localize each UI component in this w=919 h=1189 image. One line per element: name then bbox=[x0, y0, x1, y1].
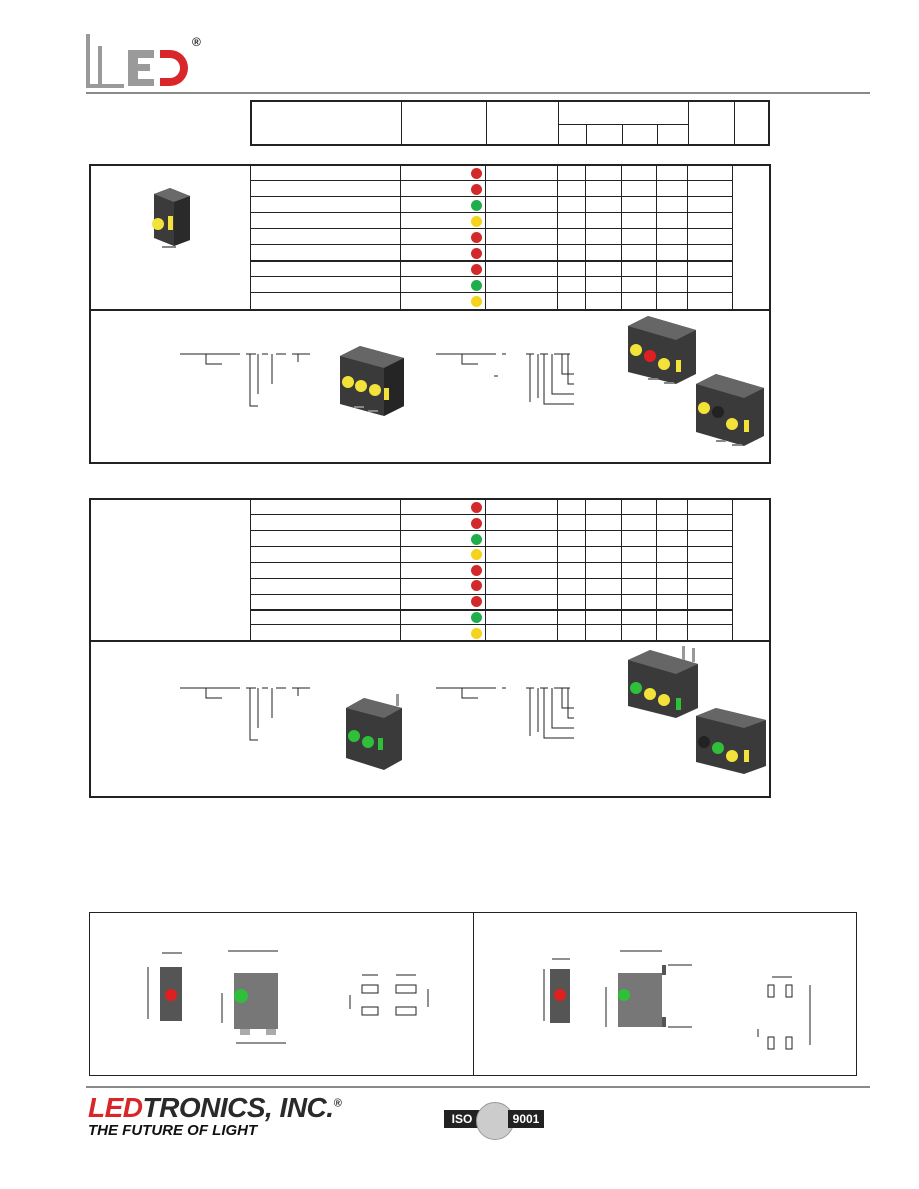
section-1-divider bbox=[89, 309, 771, 311]
single-led-product-image bbox=[152, 188, 190, 248]
top-rule bbox=[86, 92, 870, 94]
dimension-divider bbox=[473, 912, 474, 1076]
color-dot-red bbox=[471, 264, 482, 275]
led-logo: ® bbox=[86, 34, 201, 88]
part-number-diagram-1b bbox=[436, 353, 574, 405]
color-dot-green bbox=[471, 280, 482, 291]
color-dot-red bbox=[471, 518, 482, 529]
multi-led-dark-yellow-image bbox=[696, 374, 764, 446]
dimension-drawing-right bbox=[543, 950, 811, 1050]
color-dot-green bbox=[471, 534, 482, 545]
tagline: THE FUTURE OF LIGHT bbox=[88, 1122, 258, 1139]
color-dot-green bbox=[471, 200, 482, 211]
color-dot-red bbox=[471, 565, 482, 576]
dimension-drawing-left bbox=[147, 950, 429, 1044]
color-dot-red bbox=[471, 248, 482, 259]
color-dot-red bbox=[471, 184, 482, 195]
multi-led-green-yellow-image bbox=[628, 646, 698, 718]
multi-led-dark-green-yellow-image bbox=[696, 708, 766, 774]
registered-mark: ® bbox=[192, 35, 201, 49]
brand-suffix: TRONICS, INC. bbox=[142, 1092, 335, 1123]
part-number-diagram-2b bbox=[436, 687, 574, 739]
part-number-diagram-2a bbox=[180, 687, 310, 741]
footer-rule bbox=[86, 1086, 870, 1088]
multi-led-red-yellow-image bbox=[628, 316, 696, 384]
iso-left-label: ISO bbox=[444, 1110, 480, 1128]
color-dot-red bbox=[471, 502, 482, 513]
iso-globe-icon bbox=[476, 1102, 514, 1140]
section-1 bbox=[89, 164, 771, 464]
brand-registered: ® bbox=[333, 1097, 342, 1110]
color-dot-red bbox=[471, 168, 482, 179]
color-dot-yellow bbox=[471, 296, 482, 307]
iso-badge: ISO 9001 bbox=[444, 1102, 544, 1140]
spec-table-header bbox=[250, 100, 770, 146]
color-dot-yellow bbox=[471, 549, 482, 560]
brand-name: LEDTRONICS, INC.® bbox=[88, 1092, 342, 1124]
iso-right-label: 9001 bbox=[508, 1110, 544, 1128]
section-2-table bbox=[250, 498, 770, 640]
section-1-table bbox=[250, 164, 770, 309]
color-dot-green bbox=[471, 612, 482, 623]
color-dot-red bbox=[471, 596, 482, 607]
color-dot-red bbox=[471, 232, 482, 243]
color-dot-yellow bbox=[471, 216, 482, 227]
brand-prefix: LED bbox=[88, 1092, 143, 1123]
part-number-diagram-1a bbox=[180, 353, 310, 407]
triple-led-product-image bbox=[340, 346, 404, 416]
color-dot-yellow bbox=[471, 628, 482, 639]
double-led-green-image bbox=[346, 694, 402, 770]
color-dot-red bbox=[471, 580, 482, 591]
section-2 bbox=[89, 498, 771, 798]
section-2-divider bbox=[89, 640, 771, 642]
